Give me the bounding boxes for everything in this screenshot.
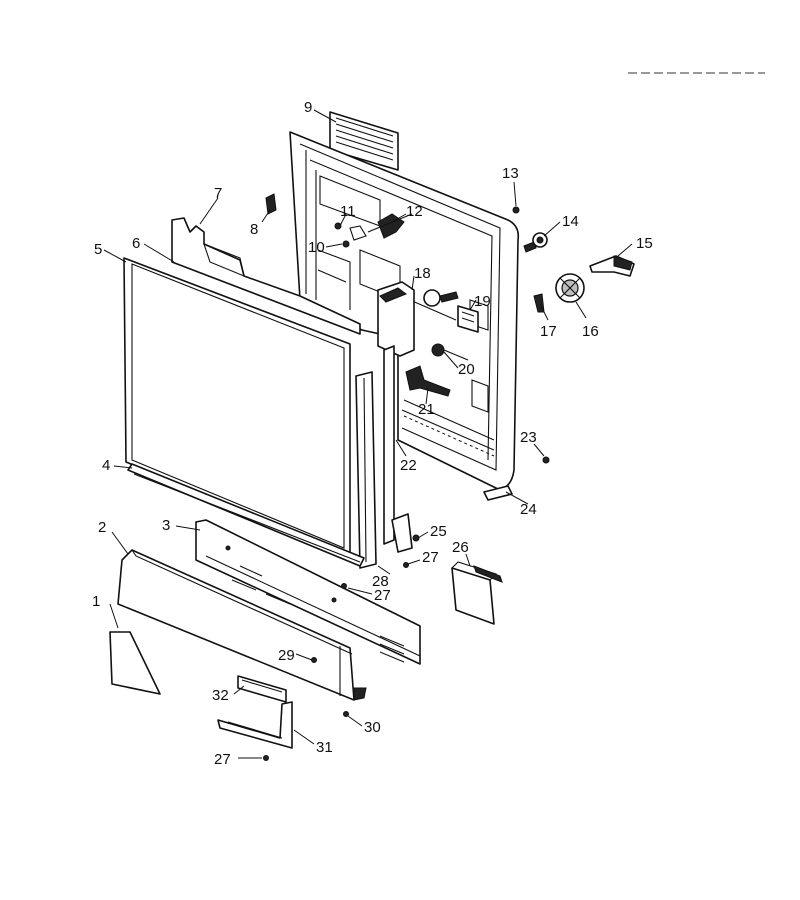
callout-8: 8 [250,221,258,238]
part-3-bracket [195,519,421,665]
part-18-knob [423,289,459,307]
callout-27a: 27 [422,549,439,566]
callout-21: 21 [418,401,435,418]
callout-28: 28 [372,573,389,590]
callout-29: 29 [278,647,295,664]
callout-24: 24 [520,501,537,518]
callout-7: 7 [214,185,222,202]
part-8-pin [265,193,277,215]
callout-6: 6 [132,235,140,252]
part-19-switch [457,305,479,333]
callout-20: 20 [458,361,475,378]
part-9-vent [329,111,399,171]
part-24-hinge [483,485,513,501]
callout-23: 23 [520,429,537,446]
callout-5: 5 [94,241,102,258]
callout-26: 26 [452,539,469,556]
leader-lines [103,109,633,759]
part-13-screw [512,206,520,214]
part-23-screw [542,456,550,464]
callout-9: 9 [304,99,312,116]
callout-30: 30 [364,719,381,736]
part-26-cover [451,561,503,625]
callout-27c: 27 [214,751,231,768]
part-16-dial [555,273,585,303]
part-rail-bracket [391,513,420,553]
callout-27b: 27 [374,587,391,604]
part-6-7-insulation [171,217,361,335]
callout-14: 14 [562,213,579,230]
callout-31: 31 [316,739,333,756]
part-2-toe-panel [117,549,367,701]
callout-19: 19 [474,293,491,310]
callout-3: 3 [162,517,170,534]
part-32-clip [237,675,287,703]
part-18-latch [377,281,415,357]
callout-4: 4 [102,457,110,474]
callout-16: 16 [582,323,599,340]
callout-13: 13 [502,165,519,182]
part-1-pad [109,631,161,695]
part-20-actuator [431,343,469,361]
callout-17: 17 [540,323,557,340]
callout-15: 15 [636,235,653,252]
part-31-bracket [217,701,293,749]
callout-18: 18 [414,265,431,282]
callout-11: 11 [340,203,356,220]
callout-2: 2 [98,519,106,536]
callout-32: 32 [212,687,229,704]
part-4-trim-strip [127,463,365,567]
part-14-knob [523,232,548,253]
callout-1: 1 [92,593,100,610]
part-15-lever [589,255,635,277]
callout-25: 25 [430,523,447,540]
part-22-rail [383,345,395,545]
part-28-side-trim [355,371,377,569]
callout-12: 12 [406,203,423,220]
callout-labels: 1 2 3 4 5 6 7 8 9 10 11 12 13 14 15 16 1… [92,99,653,768]
part-10-11-screws [334,222,350,248]
part-21-arm [405,365,451,397]
callout-10: 10 [308,239,325,256]
callout-22: 22 [400,457,417,474]
